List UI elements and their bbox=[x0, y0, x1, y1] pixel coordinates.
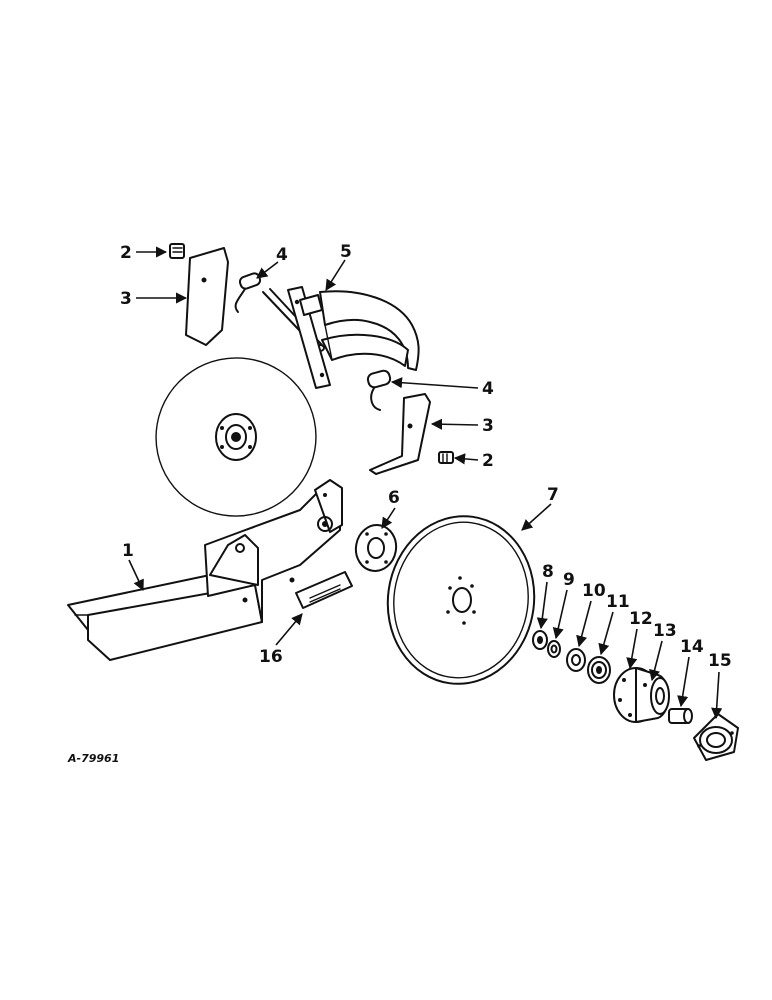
flange-spacer bbox=[354, 524, 398, 572]
bearing-11 bbox=[587, 656, 611, 684]
callout-12: 12 bbox=[626, 609, 653, 670]
callout-15: 15 bbox=[708, 651, 732, 720]
frame-arm bbox=[67, 479, 343, 661]
scraper-bracket bbox=[287, 286, 331, 389]
hub-cap bbox=[693, 713, 739, 761]
callout-label: 7 bbox=[547, 485, 559, 505]
seal-8 bbox=[532, 630, 548, 650]
callout-label: 13 bbox=[653, 621, 677, 641]
callout-label: 2 bbox=[482, 451, 494, 471]
mounting-plate-upper bbox=[185, 247, 229, 346]
callout-label: 3 bbox=[482, 416, 494, 436]
callout-7: 7 bbox=[521, 485, 559, 531]
callout-2-upper: 2 bbox=[120, 243, 168, 263]
callout-label: 14 bbox=[680, 637, 704, 657]
callout-3-upper: 3 bbox=[120, 289, 188, 309]
callout-label: 15 bbox=[708, 651, 732, 671]
callout-label: 11 bbox=[606, 592, 630, 612]
figure-id: A-79961 bbox=[67, 752, 119, 765]
callout-16: 16 bbox=[259, 613, 303, 667]
spacer-plate bbox=[295, 571, 353, 609]
bearing-cup-10 bbox=[566, 648, 586, 672]
bolt-upper bbox=[169, 243, 185, 259]
callout-4-lower: 4 bbox=[390, 377, 494, 399]
callout-4-upper: 4 bbox=[256, 245, 288, 279]
callout-13: 13 bbox=[649, 621, 677, 682]
washer-9 bbox=[547, 640, 561, 658]
callout-6: 6 bbox=[381, 488, 400, 529]
mounting-plate-lower bbox=[369, 393, 431, 475]
callout-2-lower: 2 bbox=[453, 451, 494, 471]
callout-label: 8 bbox=[542, 562, 554, 582]
callout-11: 11 bbox=[598, 592, 630, 656]
bolt-lower bbox=[438, 451, 454, 464]
disc-blade-assembled bbox=[155, 357, 317, 517]
callout-label: 1 bbox=[122, 541, 134, 561]
callout-label: 12 bbox=[629, 609, 653, 629]
hub-shaft bbox=[668, 708, 693, 724]
callout-8: 8 bbox=[536, 562, 554, 630]
callout-label: 2 bbox=[120, 243, 132, 263]
callout-label: 6 bbox=[388, 488, 400, 508]
callout-label: 4 bbox=[482, 379, 494, 399]
callout-1: 1 bbox=[122, 541, 144, 592]
callout-label: 3 bbox=[120, 289, 132, 309]
callout-label: 5 bbox=[340, 242, 352, 262]
callout-5: 5 bbox=[325, 242, 352, 291]
scraper-shield bbox=[319, 290, 420, 371]
callout-label: 4 bbox=[276, 245, 288, 265]
callout-9: 9 bbox=[552, 570, 575, 640]
callout-label: 10 bbox=[582, 581, 606, 601]
disc-blade bbox=[386, 515, 536, 685]
callout-3-lower: 3 bbox=[430, 416, 494, 436]
callout-label: 9 bbox=[563, 570, 575, 590]
callout-14: 14 bbox=[677, 637, 704, 708]
pin-lower bbox=[366, 369, 392, 411]
hub bbox=[613, 667, 670, 723]
callout-10: 10 bbox=[576, 581, 606, 648]
callout-label: 16 bbox=[259, 647, 283, 667]
